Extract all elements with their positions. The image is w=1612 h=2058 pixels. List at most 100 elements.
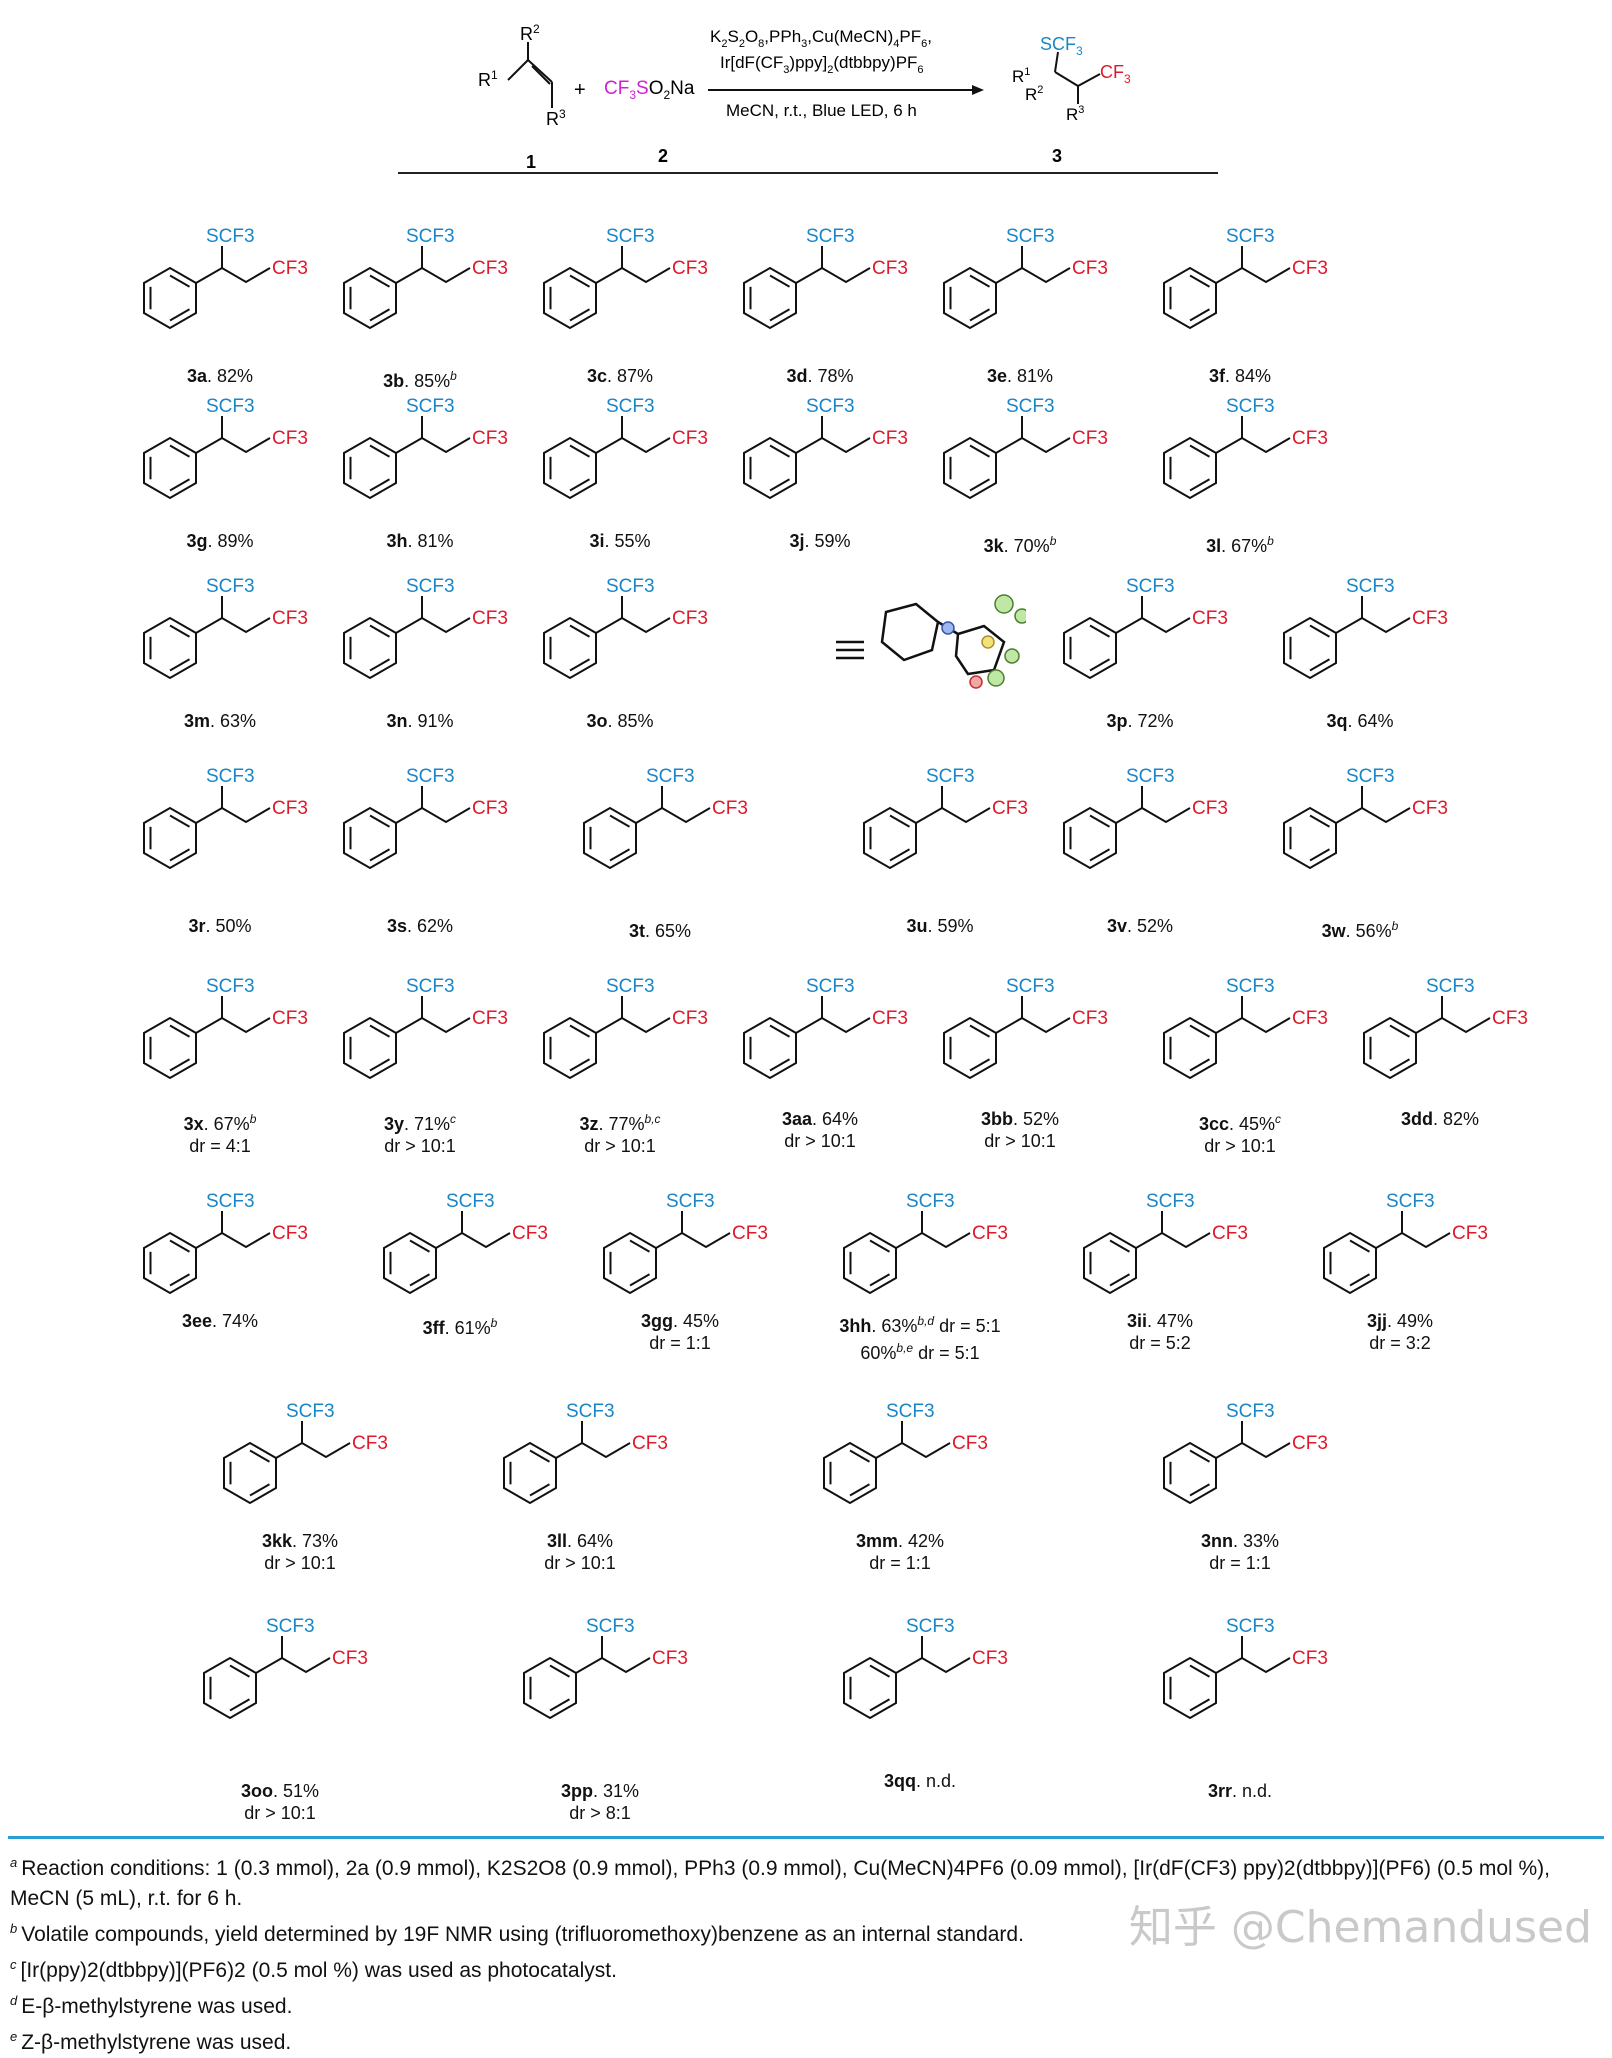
dr-value: dr > 8:1: [569, 1803, 631, 1823]
caption-3qq: 3qq. n.d.: [800, 1770, 1040, 1792]
caption-3a: 3a. 82%: [100, 365, 340, 387]
benzene-ring: [143, 616, 197, 680]
compound-id: 3jj: [1366, 1311, 1387, 1331]
benzene-ring: [143, 806, 197, 870]
double-bond: [549, 1664, 571, 1678]
benzene-ring: [1163, 1656, 1217, 1720]
cf3-group: CF3: [472, 1008, 508, 1029]
yield: . 81%: [1007, 366, 1054, 386]
alkyl-chain: [1215, 436, 1291, 454]
alkyl-chain: [275, 1441, 351, 1459]
cf3-group: CF3: [1452, 1223, 1488, 1244]
cf3-group: CF3: [672, 1008, 708, 1029]
dr-value: dr > 10:1: [264, 1553, 336, 1573]
double-bond: [249, 1449, 271, 1463]
alkyl-chain: [195, 1016, 271, 1034]
cf3-group: CF3: [872, 258, 908, 279]
alkyl-chain: [895, 1231, 971, 1249]
scf3-group: SCF3: [446, 1191, 495, 1212]
double-bond: [869, 1698, 890, 1712]
benzene-ring: [1363, 1016, 1417, 1080]
caption-3i: 3i. 55%: [500, 530, 740, 552]
double-bond: [549, 1698, 570, 1712]
double-bond: [1389, 1024, 1411, 1038]
alkyl-chain: [655, 1231, 731, 1249]
double-bond: [369, 624, 391, 638]
double-bond: [1109, 1273, 1130, 1287]
yield: . 59%: [927, 916, 974, 936]
dr-value: dr = 5:1: [934, 1316, 1001, 1336]
footnote-ref: c: [450, 1112, 457, 1126]
alkyl-chain: [1335, 806, 1411, 824]
double-bond: [969, 1058, 990, 1072]
double-bond: [1189, 1664, 1211, 1678]
benzene-ring: [143, 266, 197, 330]
double-bond: [369, 274, 391, 288]
alkyl-chain: [195, 1231, 271, 1249]
caption-3ee: 3ee. 74%: [100, 1310, 340, 1332]
caption-3p: 3p. 72%: [1020, 710, 1260, 732]
benzene-ring: [543, 1016, 597, 1080]
compound-id: 3cc: [1198, 1114, 1229, 1134]
compound-id: 3aa: [781, 1109, 812, 1129]
scf3-group: SCF3: [1126, 766, 1175, 787]
scf3-group: SCF3: [1226, 1616, 1275, 1637]
dr-value: dr > 10:1: [1204, 1136, 1276, 1156]
benzene-ring: [383, 1231, 437, 1295]
dr-value: dr > 10:1: [984, 1131, 1056, 1151]
alkyl-chain: [595, 266, 671, 284]
product-scf3: SCF3: [1040, 34, 1083, 58]
benzene-ring: [943, 1016, 997, 1080]
alkyl-chain: [1215, 1016, 1291, 1034]
scf3-group: SCF3: [806, 976, 855, 997]
alkyl-chain: [595, 436, 671, 454]
double-bond: [169, 1024, 191, 1038]
benzene-ring: [343, 616, 397, 680]
compound-id: 3hh: [839, 1316, 872, 1336]
double-bond: [869, 1273, 890, 1287]
double-bond: [569, 658, 590, 672]
compound-id: 3ii: [1126, 1311, 1147, 1331]
benzene-ring: [1083, 1231, 1137, 1295]
double-bond: [869, 1239, 891, 1253]
conditions-text: MeCN, r.t., Blue LED, 6 h: [726, 101, 917, 120]
footnote-ref: b,e: [896, 1341, 914, 1355]
scf3-group: SCF3: [206, 766, 255, 787]
benzene-ring: [1323, 1231, 1377, 1295]
footnote-ref: b: [249, 1112, 257, 1126]
scf3-group: SCF3: [406, 766, 455, 787]
double-bond: [1389, 1058, 1410, 1072]
caption-3n: 3n. 91%: [300, 710, 540, 732]
scf3-group: SCF3: [406, 226, 455, 247]
dr-value: dr > 10:1: [784, 1131, 856, 1151]
benzene-ring: [343, 806, 397, 870]
benzene-ring: [1063, 616, 1117, 680]
footnote-ref: b: [490, 1316, 498, 1330]
compound-id: 3u: [906, 916, 928, 936]
benzene-ring: [743, 1016, 797, 1080]
cf3-group: CF3: [272, 258, 308, 279]
caption-3u: 3u. 59%: [820, 915, 1060, 937]
double-bond: [1189, 1698, 1210, 1712]
alkyl-chain: [255, 1656, 331, 1674]
benzene-ring: [843, 1231, 897, 1295]
double-bond: [969, 1024, 991, 1038]
double-bond: [169, 308, 190, 322]
scf3-group: SCF3: [586, 1616, 635, 1637]
double-bond: [369, 478, 390, 492]
caption-3w: 3w. 56%b: [1240, 915, 1480, 942]
